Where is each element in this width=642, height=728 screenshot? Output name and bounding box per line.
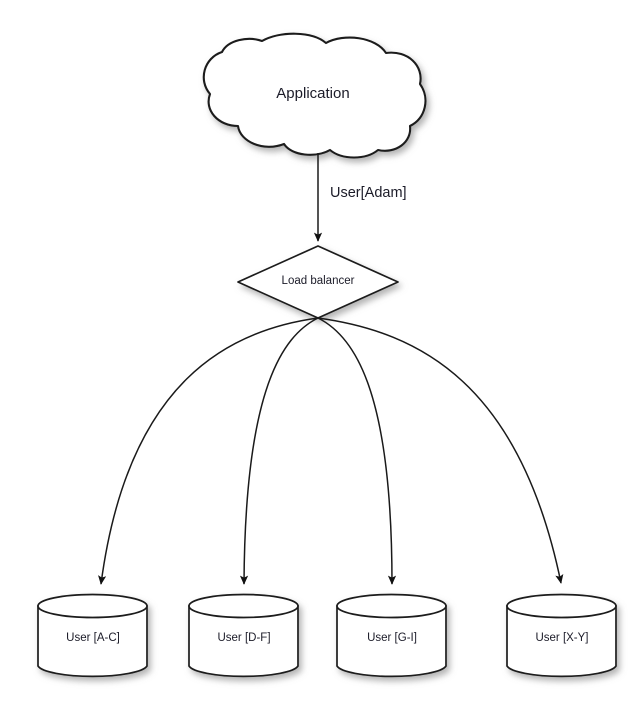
node-cylinder-db-3[interactable]	[336, 593, 447, 678]
node-cloud-application[interactable]	[202, 32, 427, 159]
node-cylinder-db-4[interactable]	[506, 593, 617, 678]
node-diamond-load-balancer[interactable]	[237, 245, 399, 319]
edge-balancer-to-db1	[98, 317, 319, 585]
node-cylinder-db-2[interactable]	[188, 593, 299, 678]
node-cylinder-db-1[interactable]	[37, 593, 148, 678]
edge-balancer-to-db4	[317, 317, 564, 584]
edge-balancer-to-db2	[239, 317, 319, 585]
edge-balancer-to-db3	[317, 317, 397, 585]
